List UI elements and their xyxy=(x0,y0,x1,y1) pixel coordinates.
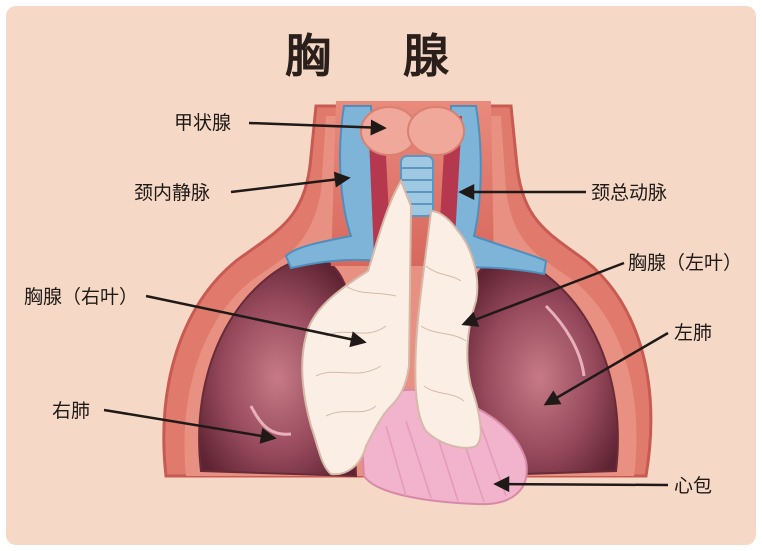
label-left-lung: 左肺 xyxy=(674,318,712,345)
label-thyroid: 甲状腺 xyxy=(174,108,231,135)
label-thymus-right-lobe: 胸腺（右叶） xyxy=(24,282,138,309)
label-pericardium: 心包 xyxy=(674,471,712,498)
label-common-carotid-artery: 颈总动脉 xyxy=(591,178,667,205)
thymus-illustration xyxy=(6,6,756,545)
label-thymus-left-lobe: 胸腺（左叶） xyxy=(628,248,742,275)
label-internal-jugular-vein: 颈内静脉 xyxy=(134,178,210,205)
label-right-lung: 右肺 xyxy=(52,396,90,423)
arrow-pericardium-line xyxy=(496,484,668,485)
thyroid-right-lobe xyxy=(408,107,464,155)
diagram-frame: 胸 腺 xyxy=(6,6,756,545)
